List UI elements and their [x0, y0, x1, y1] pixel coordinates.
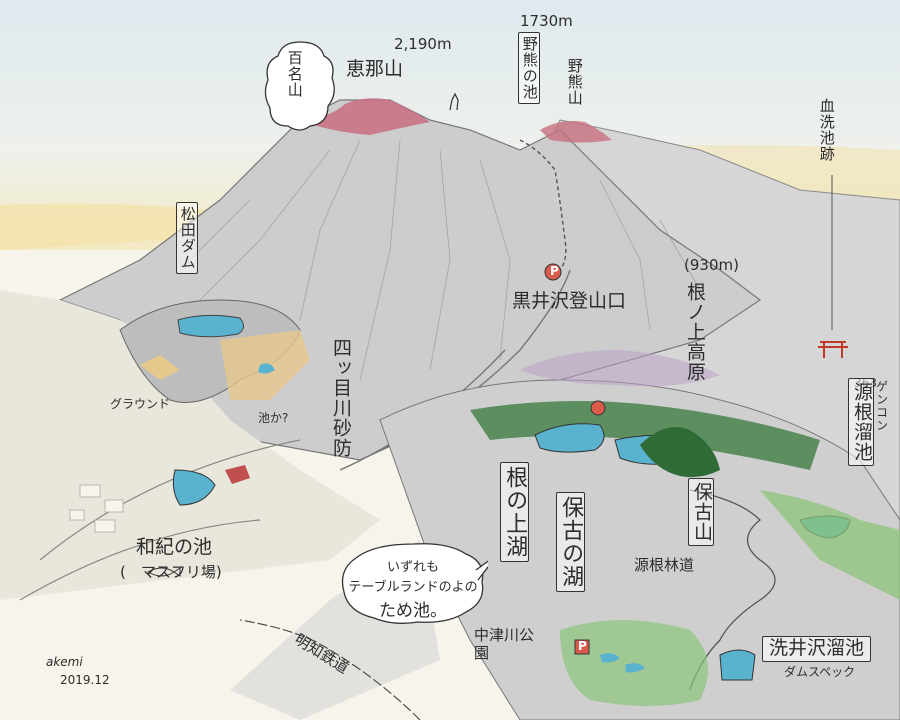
note-bubble-shape [341, 543, 499, 624]
trailhead-label: 黒井沢登山口 [512, 290, 627, 312]
masu-fishing-label: ( マスフリ場) [120, 563, 222, 581]
summit-trail [519, 139, 567, 271]
akechi-railway-line [239, 619, 421, 720]
small-pond [258, 363, 275, 374]
nenoue-lake-water [534, 423, 605, 453]
hyakumeizan-cloud [264, 41, 335, 131]
park-parking-icon [574, 639, 590, 655]
ridge-hatching [179, 139, 701, 381]
park-parking-letter: P [578, 639, 587, 653]
note-line-2: テーブルランドのよの [348, 580, 478, 595]
genkon-dam-label: 源根溜池 [848, 378, 874, 466]
ground-label: グラウンド [110, 397, 171, 411]
hiker-icon [449, 92, 459, 111]
noguma-summit [540, 121, 612, 143]
park-ponds [600, 653, 645, 673]
nakatsugawa-park-label: 中津川公園 [474, 626, 535, 662]
matsuda-dam-water [177, 314, 244, 338]
genkon-rindo-road [689, 489, 776, 691]
araizawa-pond-water [719, 649, 756, 681]
building-red [225, 465, 250, 484]
matsuda-sand [140, 355, 180, 380]
torii-icon [818, 341, 848, 358]
hoko-forest [640, 427, 720, 478]
nenoue-lake-label: 根の上湖 [500, 462, 530, 562]
ena-elevation: 2,190m [394, 35, 452, 53]
waki-pond-water [172, 469, 216, 506]
nenoue-plateau-haze [520, 350, 720, 387]
signature-date: 2019.12 [60, 673, 110, 687]
haze-left [0, 203, 330, 250]
noguma-elevation: 1730m [520, 12, 573, 30]
genkon-note: ゲンコン [874, 380, 889, 432]
town-blocks [69, 484, 124, 533]
ena-summit [300, 98, 430, 135]
nenoue-kogen-label: 根ノ上高原 [683, 282, 706, 382]
ena-name: 恵那山 [346, 58, 404, 80]
dam-spec-label: ダムスペック [784, 665, 856, 679]
noguma-mt-label: 野熊山 [565, 58, 584, 106]
trailhead-parking-icon [544, 263, 562, 281]
note-line-1: いずれも [386, 560, 439, 575]
genkon-rindo-label: 源根林道 [634, 556, 695, 574]
araizawa-pond-label: 洗井沢溜池 [762, 636, 872, 662]
note-bubble: いずれも テーブルランドのよの ため池。 [338, 540, 499, 628]
yotsume-sabo-label: 四ッ目川砂防 [329, 338, 352, 458]
roads-lower-left [19, 439, 301, 601]
grass-right [760, 490, 900, 600]
nenoue-marker-icon [590, 400, 606, 416]
nenoue-elevation: (930m) [684, 256, 739, 274]
fish-icon [146, 567, 181, 577]
chiarai-ike-label: 血洗池跡 [817, 98, 836, 162]
hoko-san-label: 保古山 [688, 478, 714, 546]
note-line-3: ため池。 [379, 601, 447, 621]
matsuda-dam-label: 松田ダム [176, 202, 198, 274]
nakatsugawa-park-green [560, 620, 708, 706]
waki-pond-label: 和紀の池 [136, 536, 213, 558]
ike-question-label: 池か? [258, 411, 289, 425]
trailhead-parking-letter: P [550, 264, 559, 278]
signature-name: akemi [46, 655, 83, 669]
noguma-pond-label: 野熊の池 [518, 32, 540, 104]
hoko-lake-label: 保古の湖 [556, 492, 586, 592]
hyakumeizan-label: 百名山 [285, 50, 304, 98]
